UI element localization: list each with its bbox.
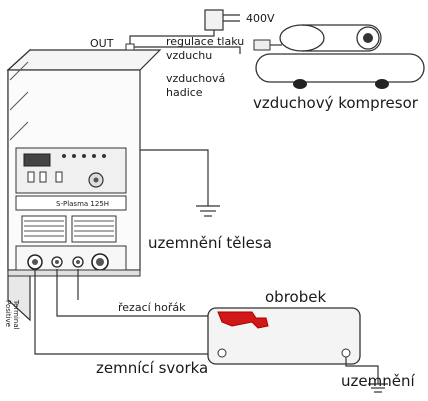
air-hose-label-line1: vzduchová: [166, 72, 225, 85]
out-label: OUT: [90, 37, 114, 50]
ground-clamp-label: zemnící svorka: [96, 359, 208, 377]
torch-label: řezací hořák: [118, 301, 186, 314]
panel-switches: [27, 171, 63, 183]
power-supply: 400V: [204, 9, 275, 31]
workpiece-ground-symbol: [368, 383, 388, 393]
pressure-regulator-label-line2: vzduchu: [166, 49, 212, 62]
indicator-leds: [62, 154, 106, 158]
plasma-cutter-unit: S-Plasma 125H: [6, 48, 162, 322]
cutting-torch: [217, 311, 269, 329]
display-screen: [23, 153, 51, 167]
positive-terminal-label: Positive Terminal: [4, 299, 20, 330]
front-vents: [21, 215, 117, 243]
body-ground-symbol: [196, 205, 220, 217]
pressure-regulator: [253, 39, 282, 51]
workpiece-label: obrobek: [265, 288, 326, 306]
body-ground-label: uzemnění tělesa: [148, 234, 272, 252]
positive-terminal-label-line1: Positive: [4, 300, 12, 327]
air-compressor: [255, 24, 425, 89]
output-terminals: [27, 253, 109, 271]
pressure-regulator-label-line1: regulace tlaku: [166, 35, 244, 48]
ground-label: uzemnění: [341, 372, 415, 390]
air-hose-label-line2: hadice: [166, 86, 203, 99]
compressor-label: vzduchový kompresor: [253, 94, 419, 112]
model-label: S-Plasma 125H: [56, 200, 109, 208]
voltage-label: 400V: [246, 12, 275, 25]
positive-terminal-label-line2: Terminal: [12, 299, 20, 330]
